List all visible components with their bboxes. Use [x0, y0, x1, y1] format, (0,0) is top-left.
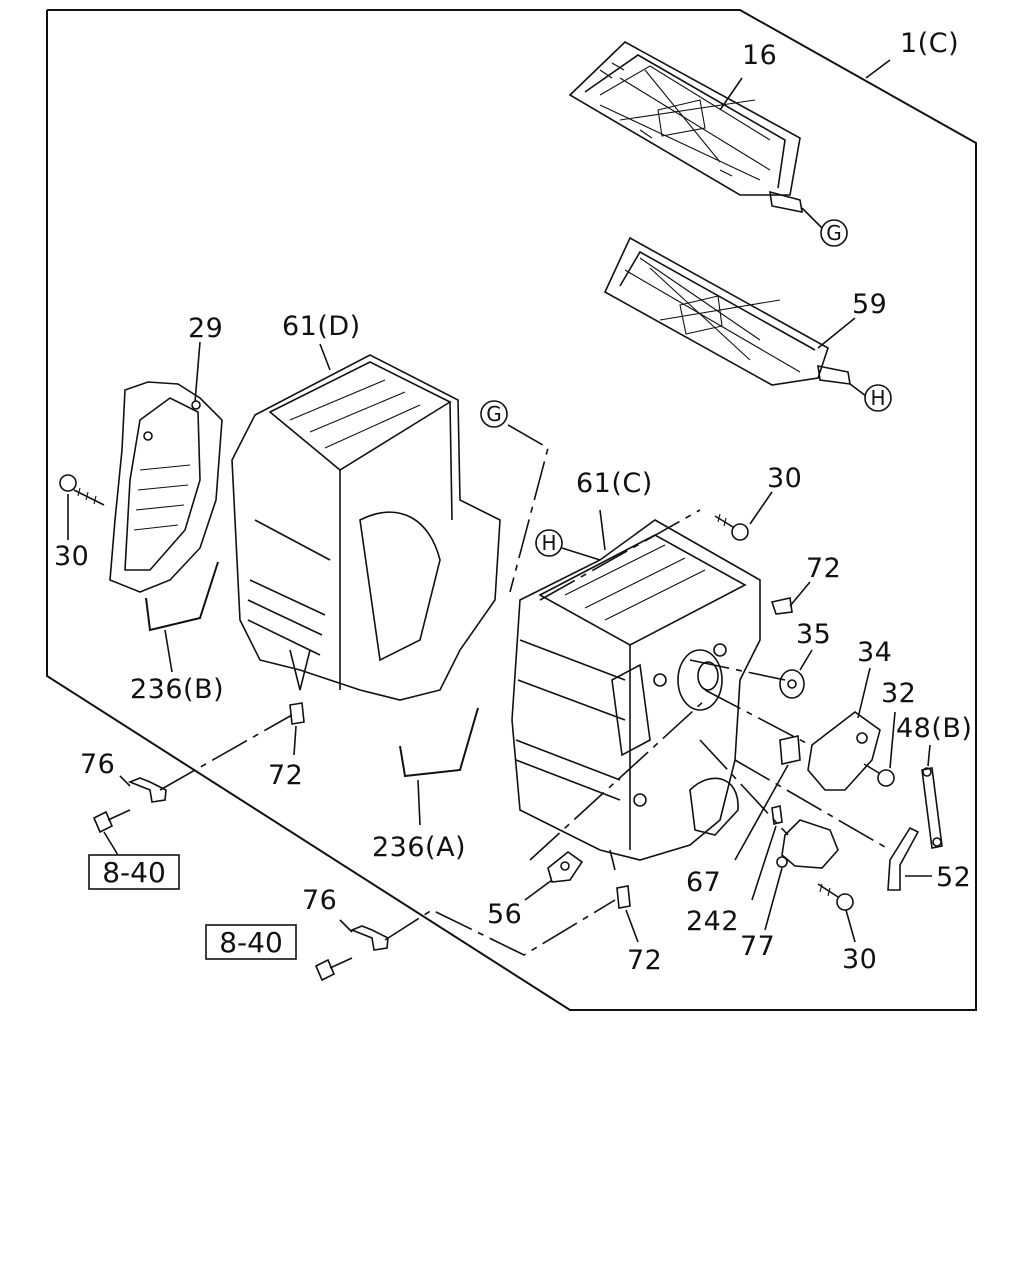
part-label-29: 29 [188, 313, 223, 344]
leader-lines [159, 424, 891, 956]
side-cover-part-29[interactable] [109, 341, 223, 593]
part-label-32: 32 [881, 678, 916, 709]
door-part-59[interactable] [603, 236, 867, 397]
screw-part-30-center[interactable] [714, 491, 773, 541]
connector-h-top: H [864, 384, 892, 412]
screw-part-30-bottom[interactable] [817, 883, 856, 943]
part-label-76-left: 76 [80, 749, 115, 780]
connector-g-top: G [820, 219, 848, 247]
part-label-72-left: 72 [268, 760, 303, 791]
part-label-48b: 48(B) [896, 713, 972, 744]
bracket-part-76-left[interactable] [119, 775, 167, 803]
motor-part-77[interactable] [764, 819, 839, 931]
part-label-61d: 61(D) [282, 311, 361, 342]
part-label-242: 242 [686, 906, 739, 937]
actuator-part-35[interactable] [779, 649, 813, 699]
part-label-61c: 61(C) [576, 468, 653, 499]
wire-part-236a[interactable] [399, 707, 479, 826]
clip-part-67[interactable] [734, 735, 801, 861]
door-part-16[interactable] [568, 41, 823, 229]
part-label-34: 34 [857, 637, 892, 668]
assembly-boundary [46, 9, 977, 1011]
bolt-bottom[interactable] [314, 957, 353, 982]
connector-h-mid: H [535, 529, 563, 557]
reference-box-8-40-left[interactable]: 8-40 [88, 854, 180, 890]
screw-part-32[interactable] [863, 711, 896, 787]
lever-part-34[interactable] [807, 667, 881, 791]
part-label-236b: 236(B) [130, 674, 224, 705]
clip-part-72-right[interactable] [770, 581, 811, 615]
bolt-left[interactable] [92, 809, 131, 856]
connector-h-letter: H [541, 531, 556, 555]
bracket-part-56[interactable] [524, 850, 584, 901]
clip-part-72-left[interactable] [289, 702, 305, 756]
clip-part-72-bottom[interactable] [616, 885, 639, 943]
part-label-77: 77 [740, 931, 775, 962]
reference-box-label: 8-40 [102, 856, 166, 889]
part-label-30-bottom: 30 [842, 944, 877, 975]
part-label-236a: 236(A) [372, 832, 466, 863]
part-label-35: 35 [796, 619, 831, 650]
part-label-72-right: 72 [806, 553, 841, 584]
part-label-16: 16 [742, 40, 777, 71]
arm-part-52[interactable] [887, 826, 932, 891]
part-label-30-center: 30 [767, 463, 802, 494]
screw-part-30-left[interactable] [59, 474, 105, 540]
housing-part-61c[interactable] [511, 509, 761, 871]
assembly-label: 1(C) [900, 28, 959, 59]
link-part-48b[interactable] [921, 744, 943, 849]
connector-g-mid: G [480, 400, 508, 428]
housing-part-61d[interactable] [231, 343, 501, 701]
part-label-72-bottom: 72 [627, 945, 662, 976]
part-label-76-bottom: 76 [302, 885, 337, 916]
wire-part-236b[interactable] [145, 561, 219, 673]
part-label-56: 56 [487, 899, 522, 930]
part-label-30-left: 30 [54, 541, 89, 572]
part-labels: 1(C) 16 59 29 61(D) 61(C) 30 30 30 72 72… [54, 28, 972, 976]
connector-h-letter: H [870, 386, 885, 410]
bracket-part-76-bottom[interactable] [339, 919, 389, 951]
reference-box-8-40-bottom[interactable]: 8-40 [205, 924, 297, 960]
connector-g-letter: G [826, 221, 842, 245]
part-label-67: 67 [686, 867, 721, 898]
reference-box-label: 8-40 [219, 926, 283, 959]
part-label-52: 52 [936, 862, 971, 893]
connector-g-letter: G [486, 402, 502, 426]
part-label-59: 59 [852, 289, 887, 320]
